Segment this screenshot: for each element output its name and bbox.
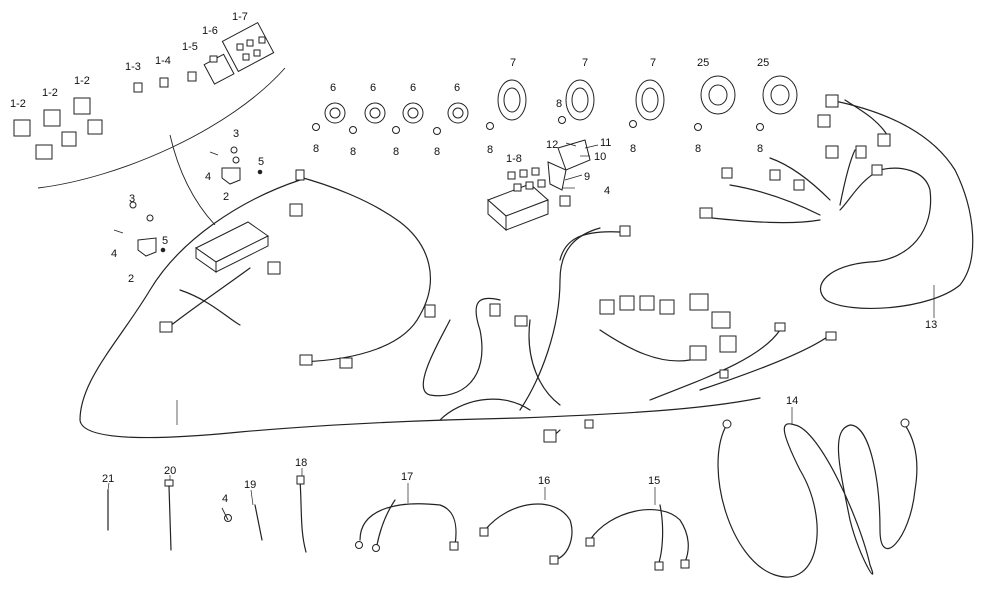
- label-8: 8: [434, 146, 440, 158]
- clamp-7-icon: [497, 79, 665, 121]
- control-unit-box-icon: [195, 221, 269, 273]
- label-8: 8: [695, 143, 701, 155]
- label-4: 4: [205, 171, 211, 183]
- main-harness-icon: [79, 175, 831, 441]
- label-2: 2: [128, 273, 134, 285]
- cable-15-icon: [585, 504, 690, 571]
- label-2: 2: [223, 191, 229, 203]
- label-1-2: 1-2: [42, 87, 58, 99]
- label-6: 6: [330, 82, 336, 94]
- relay-detail-enclosure: [37, 67, 286, 226]
- harness-connectors-icon: [159, 169, 837, 443]
- cable-17-icon: [355, 499, 459, 552]
- label-6: 6: [370, 82, 376, 94]
- tie-19-icon: [254, 504, 263, 541]
- label-8: 8: [313, 143, 319, 155]
- label-1-4: 1-4: [155, 55, 171, 67]
- label-25: 25: [757, 57, 769, 69]
- label-19: 19: [244, 479, 256, 491]
- label-6: 6: [454, 82, 460, 94]
- label-4: 4: [111, 248, 117, 260]
- screw-8-icon: [312, 116, 764, 135]
- label-4: 4: [604, 185, 610, 197]
- label-1-6: 1-6: [202, 25, 218, 37]
- harness-13-icon: [699, 94, 974, 310]
- cable-tie-20-icon: [164, 479, 174, 551]
- label-4: 4: [222, 493, 228, 505]
- label-1-8: 1-8: [506, 153, 522, 165]
- label-11: 11: [600, 137, 611, 149]
- label-12: 12: [546, 139, 558, 151]
- label-1-5: 1-5: [182, 41, 198, 53]
- clamp-25-icon: [700, 75, 798, 115]
- label-16: 16: [538, 475, 550, 487]
- screw-4-icon: [221, 507, 232, 522]
- label-10: 10: [594, 151, 606, 163]
- label-17: 17: [401, 471, 413, 483]
- wire-18-icon: [296, 475, 307, 553]
- label-8: 8: [757, 143, 763, 155]
- label-15: 15: [648, 475, 660, 487]
- fuse-block-icon: [487, 139, 591, 232]
- cable-14-icon: [717, 418, 918, 578]
- label-1-3: 1-3: [125, 61, 141, 73]
- label-8: 8: [350, 146, 356, 158]
- label-3: 3: [129, 193, 135, 205]
- label-6: 6: [410, 82, 416, 94]
- label-21: 21: [102, 473, 114, 485]
- label-9: 9: [584, 171, 590, 183]
- label-8: 8: [556, 98, 562, 110]
- label-7: 7: [510, 57, 516, 69]
- cable-16-icon: [479, 503, 573, 565]
- label-14: 14: [786, 395, 798, 407]
- label-3: 3: [233, 128, 239, 140]
- relay-set-icon: [13, 21, 275, 160]
- label-5: 5: [162, 235, 168, 247]
- label-25: 25: [697, 57, 709, 69]
- label-1-7: 1-7: [232, 11, 248, 23]
- label-8: 8: [393, 146, 399, 158]
- bracket-screws-upper-icon: [209, 146, 263, 185]
- label-7: 7: [650, 57, 656, 69]
- label-1-2: 1-2: [74, 75, 90, 87]
- label-5: 5: [258, 156, 264, 168]
- clamp-6-icon: [324, 102, 469, 124]
- label-18: 18: [295, 457, 307, 469]
- label-1-2: 1-2: [10, 98, 26, 110]
- bracket-screws-lower-icon: [113, 201, 166, 257]
- label-13: 13: [925, 319, 937, 331]
- leader-lines: [107, 142, 935, 506]
- label-20: 20: [164, 465, 176, 477]
- label-7: 7: [582, 57, 588, 69]
- label-8: 8: [630, 143, 636, 155]
- callout-labels: 1-2 1-2 1-2 1-3 1-4 1-5 1-6 1-7 1-8 2 2 …: [10, 11, 937, 505]
- label-8: 8: [487, 144, 493, 156]
